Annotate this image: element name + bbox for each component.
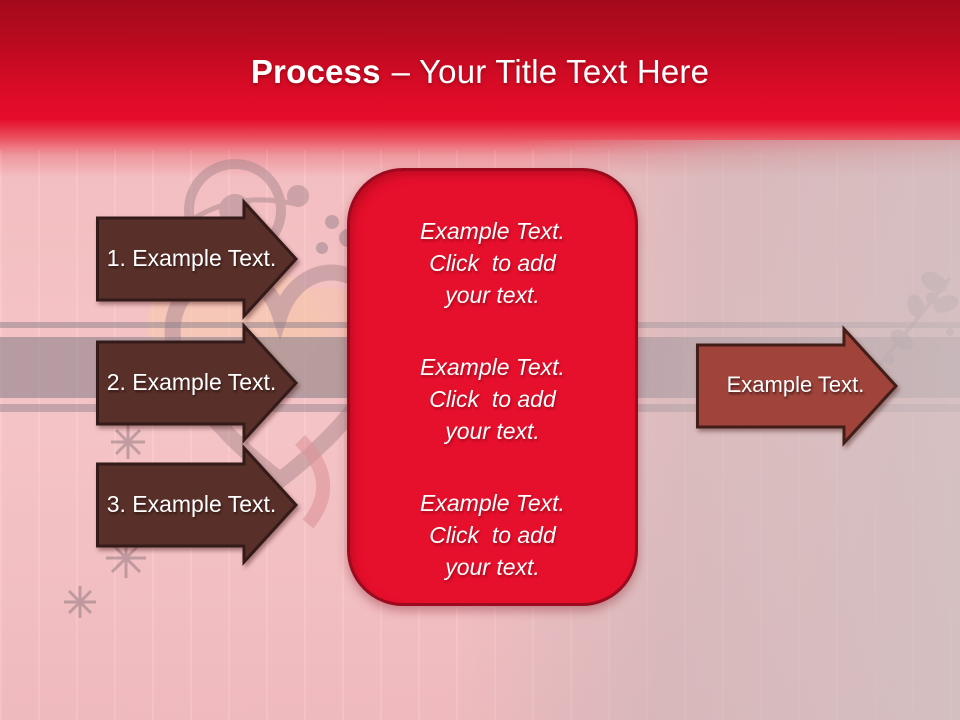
text-line: Example Text. bbox=[420, 218, 565, 244]
text-line: Click to add bbox=[429, 522, 556, 548]
page-title: Process – Your Title Text Here bbox=[0, 52, 960, 92]
title-emphasis: Process bbox=[250, 53, 381, 90]
text-line: your text. bbox=[445, 554, 540, 580]
title-text: – Your Title Text Here bbox=[391, 53, 710, 90]
step-arrow-1-label: 1. Example Text. bbox=[106, 244, 277, 271]
example-text-block-3: Example Text. Click to add your text. bbox=[420, 487, 565, 583]
step-arrow-1: 1. Example Text. bbox=[95, 198, 300, 320]
step-arrow-2: 2. Example Text. bbox=[95, 322, 300, 444]
step-arrow-3: 3. Example Text. bbox=[95, 444, 300, 566]
text-line: your text. bbox=[445, 282, 540, 308]
step-arrow-3-label: 3. Example Text. bbox=[106, 490, 277, 517]
arrow-right-icon bbox=[96, 198, 299, 320]
process-center-box-content: Example Text. Click to add your text. Ex… bbox=[350, 171, 635, 603]
arrow-right-icon bbox=[696, 325, 899, 447]
arrow-right-icon bbox=[96, 444, 299, 566]
step-arrow-2-label: 2. Example Text. bbox=[106, 368, 277, 395]
text-line: Example Text. bbox=[420, 490, 565, 516]
arrow-right-icon bbox=[96, 322, 299, 444]
text-line: Click to add bbox=[429, 250, 556, 276]
process-center-box: Example Text. Click to add your text. Ex… bbox=[347, 168, 638, 606]
example-text-block-2: Example Text. Click to add your text. bbox=[420, 351, 565, 447]
text-line: your text. bbox=[445, 418, 540, 444]
output-arrow: Example Text. bbox=[695, 325, 900, 447]
text-line: Click to add bbox=[429, 386, 556, 412]
text-line: Example Text. bbox=[420, 354, 565, 380]
output-arrow-label: Example Text. bbox=[726, 372, 865, 397]
example-text-block-1: Example Text. Click to add your text. bbox=[420, 215, 565, 311]
